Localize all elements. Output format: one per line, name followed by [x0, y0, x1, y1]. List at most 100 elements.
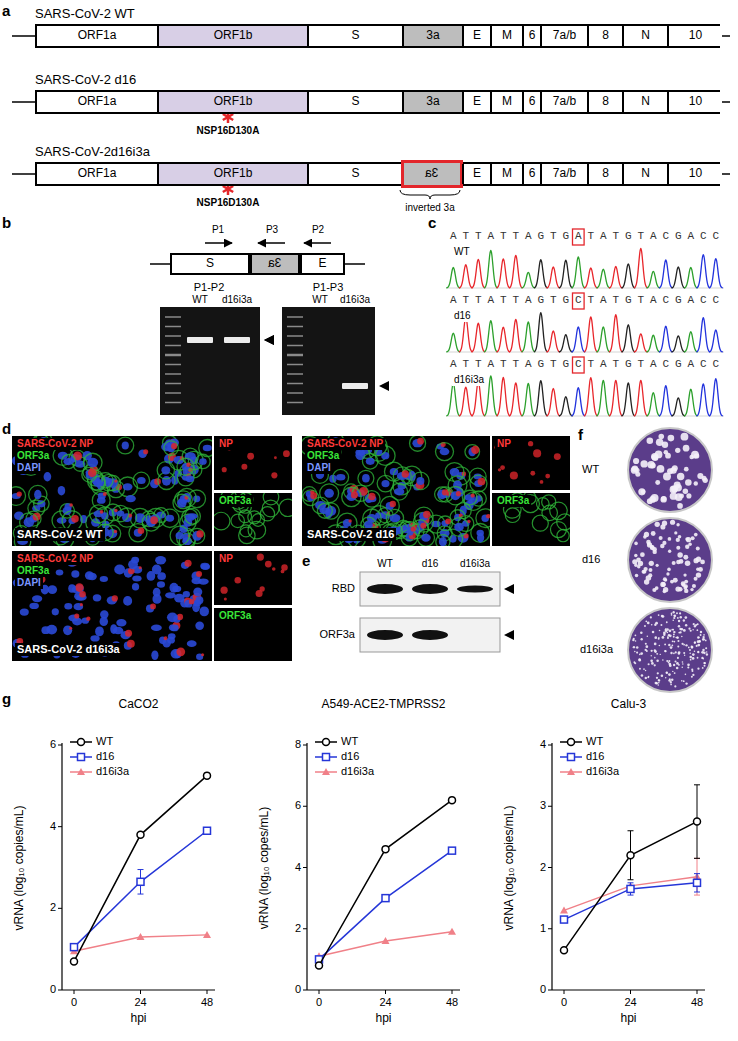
plaque [690, 630, 692, 632]
plaque [672, 640, 674, 642]
nucleus [63, 625, 72, 635]
plaque [706, 653, 708, 655]
plaque [677, 617, 679, 619]
micrograph-ground [302, 436, 490, 546]
tick [548, 990, 552, 991]
gene-segment: N [622, 26, 667, 46]
data-line [564, 883, 697, 920]
annotation: inverted 3a [405, 202, 454, 214]
plaque [647, 461, 655, 469]
plaque [641, 674, 644, 677]
nucleus [63, 458, 73, 465]
plaque [656, 677, 658, 679]
plaque [634, 554, 637, 557]
plaque [658, 434, 664, 440]
gene-label: 8 [602, 29, 609, 42]
plaque [670, 646, 673, 649]
image-title: SARS-CoV-2 d16i3a [15, 643, 122, 656]
orf3a-stain [90, 505, 108, 523]
marker-circle [627, 852, 634, 859]
plaque [675, 637, 677, 639]
trace-peak [671, 398, 685, 416]
error-bar [628, 883, 634, 895]
trace-peak [484, 250, 498, 287]
gene-segment: 3a [401, 160, 463, 188]
plaque [645, 677, 647, 679]
np-stain [220, 586, 227, 593]
nucleus [200, 563, 209, 570]
plaque [696, 547, 700, 551]
marker-triangle [322, 768, 330, 775]
band-arrowhead [264, 335, 274, 345]
gene-label: E [473, 95, 481, 108]
tick-label: 1 [540, 922, 546, 935]
gene-label: E [318, 257, 326, 270]
trace-peak [671, 336, 685, 352]
plaque [645, 645, 648, 648]
np-stain [256, 590, 263, 597]
plaque [670, 492, 677, 499]
plaque [683, 652, 685, 654]
np-stain [150, 604, 156, 610]
panel-letter: a [2, 2, 10, 19]
trace-peak [546, 331, 560, 352]
plaque [661, 615, 664, 618]
plaque [685, 624, 687, 626]
nucleus [151, 624, 162, 631]
np-stain [171, 443, 177, 449]
band-arrowhead [504, 584, 514, 594]
plaque [679, 559, 684, 564]
plaque [678, 664, 680, 666]
plaque [689, 656, 692, 659]
trace-peak [621, 383, 635, 416]
band-arrowhead [264, 335, 274, 345]
orf3a-stain [12, 487, 26, 506]
ladder-band [287, 364, 303, 366]
nucleus [355, 449, 365, 455]
primer-arrow [304, 242, 331, 244]
plaque [675, 651, 677, 653]
trace-peak [584, 378, 598, 416]
tick [140, 990, 141, 994]
gene-segment: E [462, 164, 490, 184]
lane-label: WT [312, 294, 328, 306]
orf3a-stain [320, 484, 339, 503]
np-stain [69, 503, 73, 507]
plaque [673, 617, 675, 619]
np-stain [125, 630, 132, 637]
nucleus [381, 452, 389, 459]
gene-label: N [641, 95, 650, 108]
nucleus [477, 533, 484, 542]
legend-label: d16i3a [341, 765, 374, 778]
gene-segment: 10 [667, 26, 722, 46]
tick [548, 806, 552, 807]
channel-label: SARS-CoV-2 NP [15, 553, 95, 565]
gene-segment: E [300, 253, 345, 275]
nucleus [114, 565, 125, 575]
np-stain [368, 493, 376, 501]
marker-square [561, 916, 568, 923]
plaque [683, 489, 688, 494]
micrograph-ground [214, 493, 292, 546]
data-line [74, 831, 207, 947]
tick-label: 2 [50, 901, 56, 914]
plaque [641, 489, 646, 494]
panel-letter: c [428, 214, 436, 231]
plaque [673, 611, 675, 613]
plaque [685, 674, 687, 676]
plaque [703, 662, 705, 664]
np-stain [281, 564, 287, 570]
plaque [635, 640, 637, 642]
nucleus [123, 483, 133, 490]
plaque [669, 634, 672, 637]
gene-label: M [502, 95, 512, 108]
ladder-band [165, 392, 181, 394]
plaque [694, 481, 698, 485]
orf3a-stain [279, 499, 292, 516]
plaque [650, 545, 654, 549]
gene-label: 3a [425, 167, 438, 180]
tick-label: 0 [71, 996, 77, 1009]
plaque [691, 676, 693, 678]
np-stain [478, 478, 486, 486]
plaque [636, 652, 638, 654]
